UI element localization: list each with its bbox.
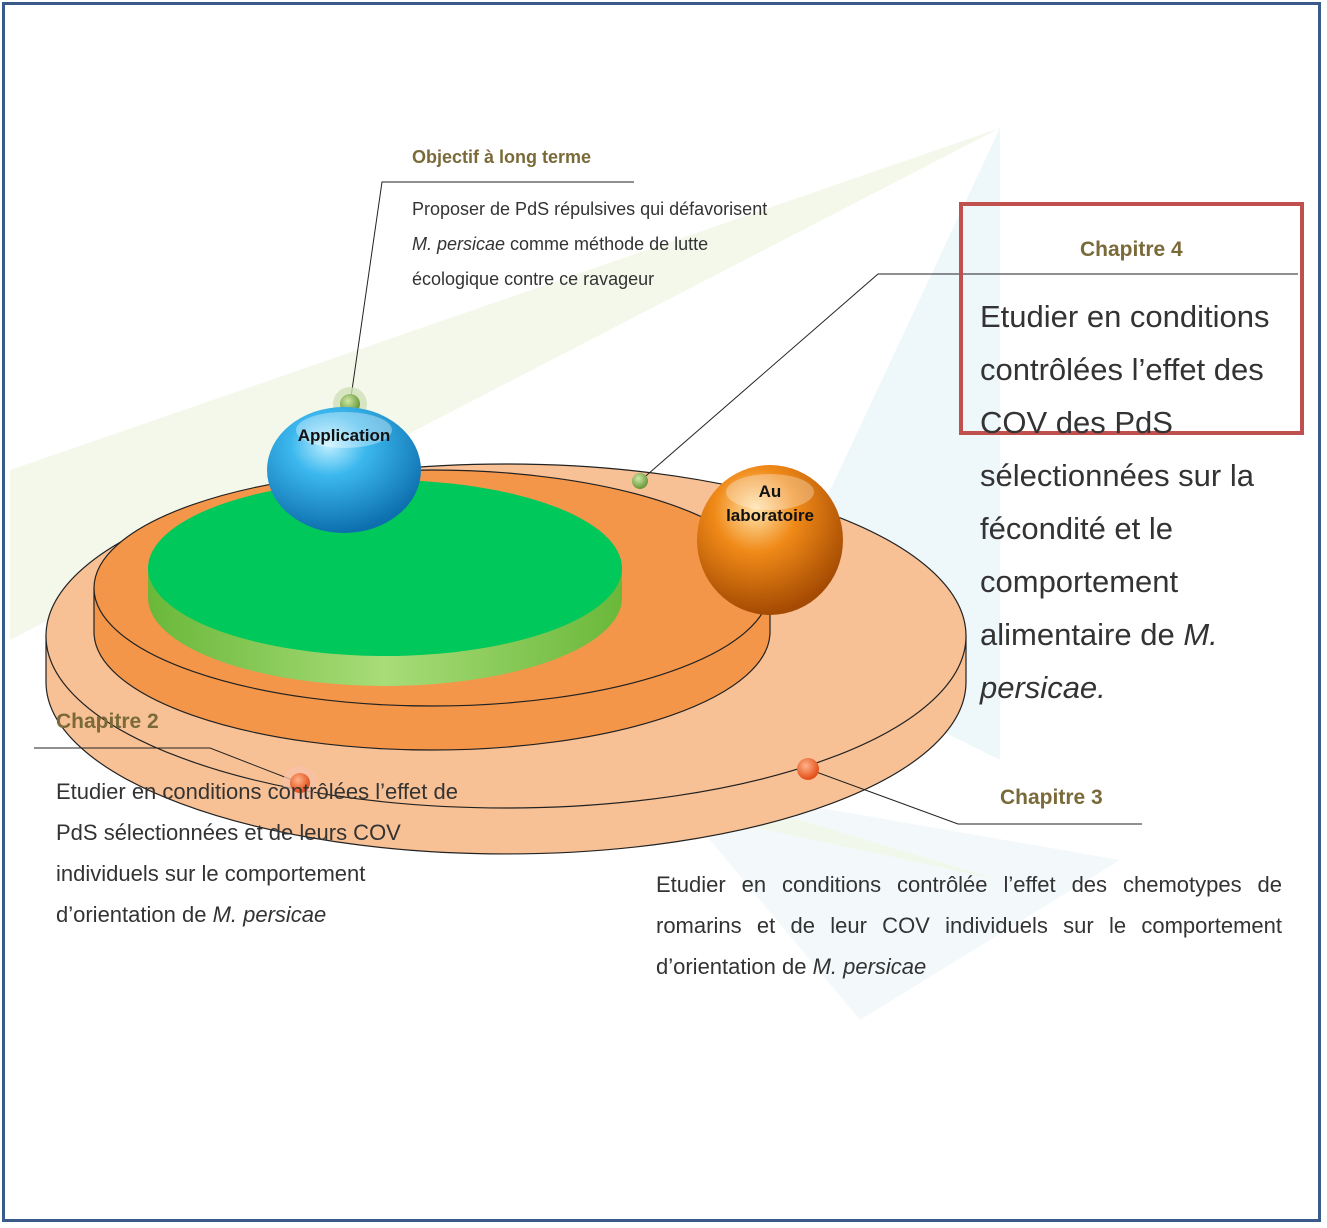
lab-sphere bbox=[697, 465, 843, 615]
chapitre4-title: Chapitre 4 bbox=[1080, 238, 1183, 261]
chapitre2-title: Chapitre 2 bbox=[56, 710, 159, 733]
lab-label: Au laboratoire bbox=[700, 480, 840, 528]
objectif-text-before: Proposer de PdS répulsives qui défavoris… bbox=[412, 199, 768, 219]
lab-sphere-shine bbox=[726, 474, 814, 510]
lab-label-line2: laboratoire bbox=[726, 506, 814, 525]
leader-line-objectif bbox=[349, 181, 634, 405]
dot-chapitre2 bbox=[290, 773, 310, 793]
chapitre2-text-before: Etudier en conditions contrôlées l’effet… bbox=[56, 779, 458, 927]
chapitre4-text: Etudier en conditions contrôlées l’effet… bbox=[980, 290, 1292, 714]
chapitre3-species: M. persicae bbox=[812, 954, 927, 979]
chapitre4-text-before: Etudier en conditions contrôlées l’effet… bbox=[980, 299, 1270, 652]
application-sphere bbox=[267, 407, 421, 533]
leader-line-chapitre4 bbox=[639, 273, 1298, 482]
dot-chapitre3 bbox=[797, 758, 819, 780]
leader-line-chapitre3 bbox=[807, 768, 1142, 825]
chapitre3-text: Etudier en conditions contrôlée l’effet … bbox=[656, 864, 1282, 987]
leader-line-chapitre2 bbox=[34, 747, 301, 784]
application-label: Application bbox=[297, 426, 391, 445]
inner-disk bbox=[148, 480, 622, 656]
application-sphere-shine bbox=[296, 412, 392, 448]
objectif-title: Objectif à long terme bbox=[412, 147, 592, 167]
objectif-text-after: comme méthode de lutte écologique contre… bbox=[412, 234, 709, 289]
lab-label-line1: Au bbox=[758, 482, 782, 501]
chapitre4-species: M. persicae. bbox=[980, 617, 1218, 705]
chapitre2-species: M. persicae bbox=[212, 902, 327, 927]
background-ray-bottom bbox=[660, 780, 1120, 1020]
chapitre3-text-before: Etudier en conditions contrôlée l’effet … bbox=[656, 872, 1282, 979]
objectif-species: M. persicae bbox=[412, 234, 506, 254]
chapitre2-text: Etudier en conditions contrôlées l’effet… bbox=[56, 771, 476, 935]
chapitre3-title: Chapitre 3 bbox=[1000, 786, 1103, 809]
dot-chapitre4 bbox=[632, 473, 648, 489]
chapitre4-box bbox=[959, 202, 1304, 435]
objectif-text: Proposer de PdS répulsives qui défavoris… bbox=[412, 192, 772, 297]
